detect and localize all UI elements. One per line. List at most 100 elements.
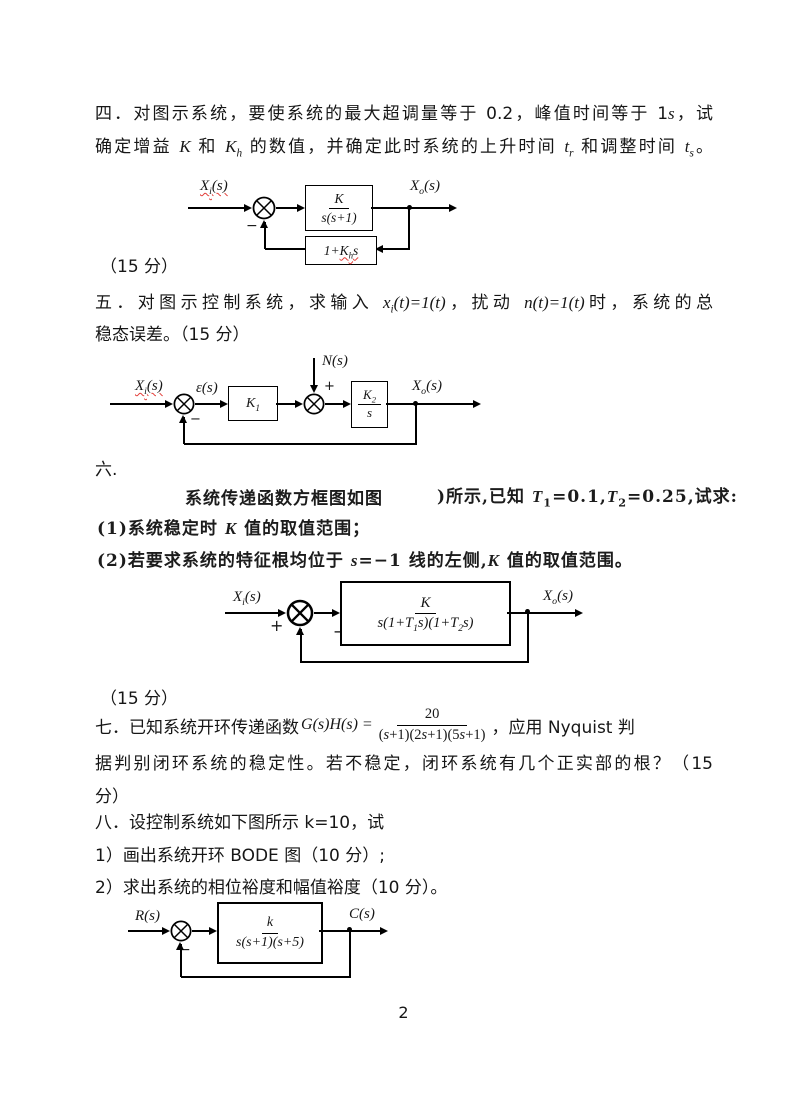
q7-line-1: 七．已知系统开环传递函数 G(s)H(s) = 20 (s+1)(2s+1)(5… [95,702,635,748]
branch-node-dot [347,927,352,932]
q7-pre-text: 七．已知系统开环传递函数 [95,717,299,738]
d1-forward-block: K s(s+1) [305,185,373,231]
arrowhead-icon [375,245,383,253]
feedback-line [383,248,410,250]
signal-line [188,207,244,209]
d1-feedback-block: 1+Khs [305,236,377,265]
d2-input-label: Xi(s) [135,378,163,397]
q7-line-3: 分） [95,787,129,807]
feedback-line [180,944,182,977]
arrowhead-icon [473,400,481,408]
signal-line [192,930,209,932]
d4-block-numerator: k [261,914,279,934]
branch-node-dot [525,609,530,614]
branch-node-dot [407,205,412,210]
arrowhead-icon [295,400,303,408]
arrowhead-icon [176,942,184,950]
signal-line [225,612,278,614]
arrowhead-icon [244,204,252,212]
arrowhead-icon [297,204,305,212]
feedback-line [300,629,302,663]
feedback-line [349,932,351,978]
signal-line [386,403,473,405]
q6-heading: 六. [95,460,118,480]
q4-line-2: 确定增益 K 和 Kh 的数值，并确定此时系统的上升时间 tr 和调整时间 ts… [95,137,714,160]
d2-minus-sign: − [190,412,201,427]
diagram-q8: R(s) − k s(s+1)(s+5) C(s) [125,893,415,993]
d1-block-numerator: K [329,190,349,209]
d2-error-label: ε(s) [196,380,218,396]
signal-line [110,403,165,405]
q7-post-text: ，应用 Nyquist 判 [491,717,635,738]
d3-input-label: Xi(s) [233,589,261,608]
q4-score: （15 分） [100,257,179,277]
signal-line [276,207,297,209]
q7-fraction-numerator: 20 [396,705,468,726]
q5-line-2: 稳态误差。（15 分） [95,325,250,345]
d3-block-denominator: s(1+T1s)(1+T2s) [377,615,474,635]
q6-line-b: (1)系统稳定时 K 值的取值范围； [97,519,371,539]
q7-fraction-denominator: (s+1)(2s+1)(5s+1) [378,727,486,743]
disturbance-line [313,358,315,385]
signal-line [507,612,575,614]
d4-block-denominator: s(s+1)(s+5) [236,934,304,950]
feedback-line [265,248,305,250]
q7-formula-fraction: 20 (s+1)(2s+1)(5s+1) [376,705,489,745]
d2-k2-block: K2 s [351,381,388,428]
d3-block-numerator: K [415,594,436,615]
summing-junction-icon [170,920,192,942]
d2-k2-denominator: s [366,405,373,420]
q6-score: （15 分） [100,689,179,709]
q5-line-1: 五．对图示控制系统，求输入 xi(t)=1(t)，扰动 n(t)=1(t)时，系… [95,293,714,316]
diagram-q4: Xi(s) K s(s+1) Xo(s) 1+Khs − [120,172,490,276]
arrowhead-icon [380,927,388,935]
d1-feedback-label: 1+Khs [323,242,359,261]
arrowhead-icon [165,400,173,408]
arrowhead-icon [220,400,228,408]
arrowhead-icon [310,385,318,393]
arrowhead-icon [296,627,304,635]
d1-block-denominator: s(s+1) [321,209,357,225]
arrowhead-icon [332,609,340,617]
arrowhead-icon [575,609,583,617]
q7-line-2: 据判别闭环系统的稳定性。若不稳定，闭环系统有几个正实部的根？（15 [95,754,713,774]
arrowhead-icon [449,204,457,212]
feedback-line [408,209,410,250]
feedback-line [181,976,351,978]
feedback-line [183,417,185,444]
diagram-q5: Xi(s) ε(s) K1 N(s) + K2 s Xo(s) − [95,352,495,452]
summing-junction-icon [286,599,314,627]
q8-line-3: 2）求出系统的相位裕度和幅值裕度（10 分）。 [95,878,448,898]
feedback-line [264,222,266,249]
d2-k1-block: K1 [228,386,278,421]
d1-minus-sign: − [246,218,258,234]
feedback-line [415,405,417,445]
q8-line-1: 八．设控制系统如下图所示 k=10，试 [95,813,385,833]
q6-line-c: (2)若要求系统的特征根均位于 s=−1 线的左侧,K 值的取值范围。 [97,551,633,571]
signal-line [314,612,332,614]
signal-line [195,403,220,405]
diagram-q6: Xi(s) + − K s(1+T1s)(1+T2s) Xo(s) [225,575,610,675]
arrowhead-icon [179,415,187,423]
feedback-line [184,443,417,445]
d4-forward-block: k s(s+1)(s+5) [217,902,323,964]
d4-minus-sign: − [179,942,191,958]
summing-junction-icon [303,393,325,415]
signal-line [276,403,295,405]
arrowhead-icon [343,400,351,408]
page-number: 2 [398,1003,409,1022]
d3-output-label: Xo(s) [543,588,573,607]
d4-input-label: R(s) [135,908,160,924]
arrowhead-icon [162,927,170,935]
arrowhead-icon [260,220,268,228]
arrowhead-icon [278,609,286,617]
q8-line-2: 1）画出系统开环 BODE 图（10 分）; [95,846,385,866]
q7-formula-lhs: G(s)H(s) = [301,716,373,733]
summing-junction-icon [173,393,195,415]
d1-input-label: Xi(s) [200,178,228,197]
d2-plus-sign: + [324,379,335,394]
arrowhead-icon [209,927,217,935]
signal-line [325,403,343,405]
q6-line-a1: 系统传递函数方框图如图 [185,489,383,509]
